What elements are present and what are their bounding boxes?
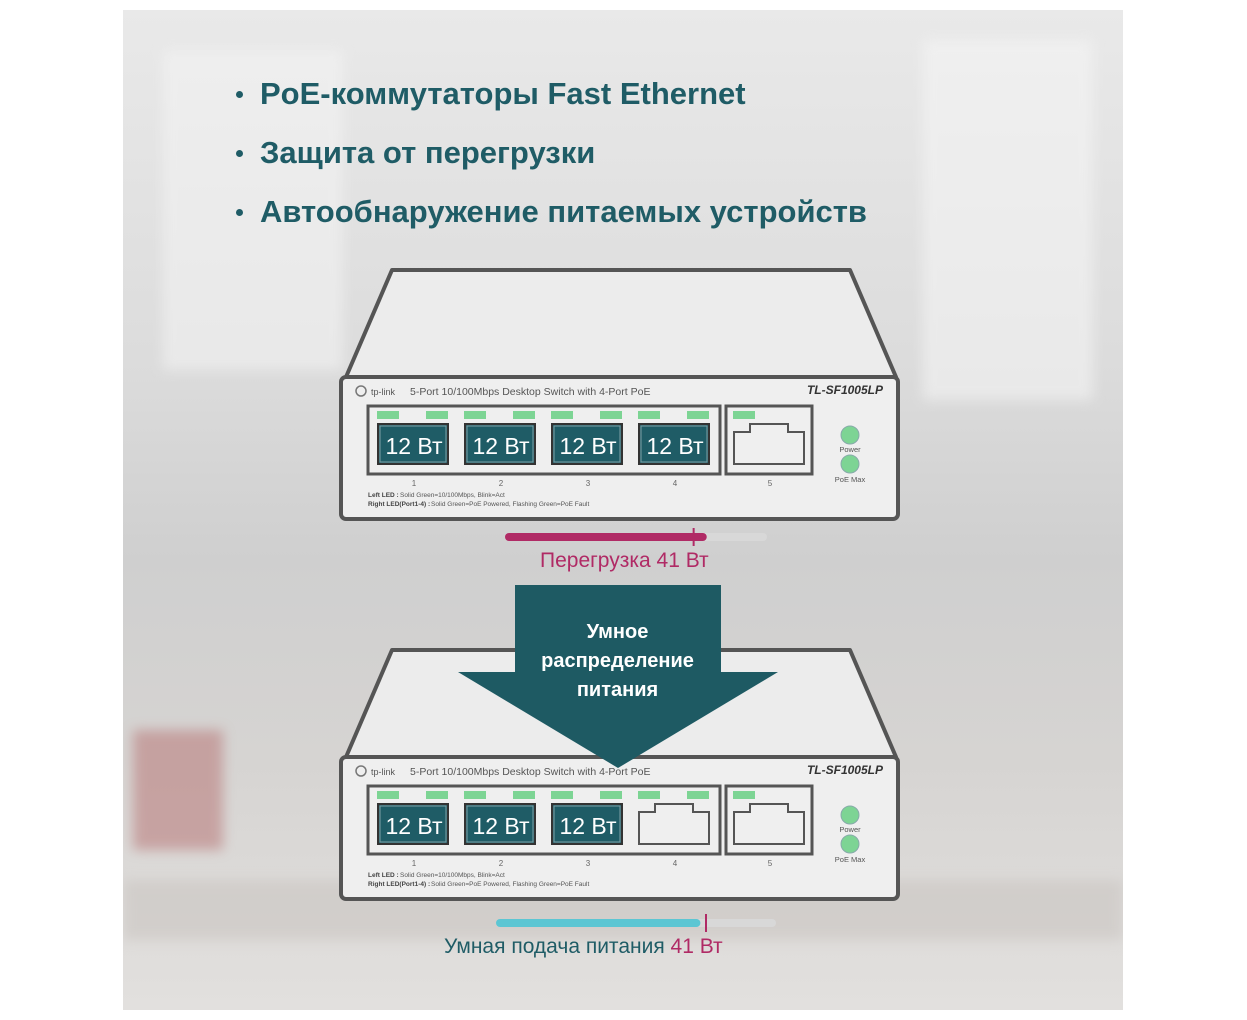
feature-list: PoE-коммутаторы Fast Ethernet Защита от …	[232, 64, 867, 241]
arrow-caption-line2: распределение	[541, 650, 694, 672]
background-window-left	[163, 50, 343, 370]
background-table	[123, 880, 1123, 940]
overload-caption: Перегрузка 41 Вт	[540, 549, 709, 572]
arrow-caption: Умное распределение питания	[515, 618, 720, 705]
arrow-caption-line3: питания	[576, 679, 659, 701]
smart-power-caption: Умная подача питания 41 Вт	[444, 935, 723, 959]
arrow-caption-line1: Умное	[586, 621, 649, 643]
background-window-right	[923, 40, 1093, 400]
feature-item-autodetect: Автообнаружение питаемых устройств	[232, 182, 867, 241]
smart-power-caption-value: 41 Вт	[670, 935, 723, 958]
feature-item-overload: Защита от перегрузки	[232, 123, 867, 182]
background-person	[133, 730, 223, 850]
smart-power-caption-prefix: Умная подача питания	[444, 935, 665, 958]
feature-item-poe: PoE-коммутаторы Fast Ethernet	[232, 64, 867, 123]
